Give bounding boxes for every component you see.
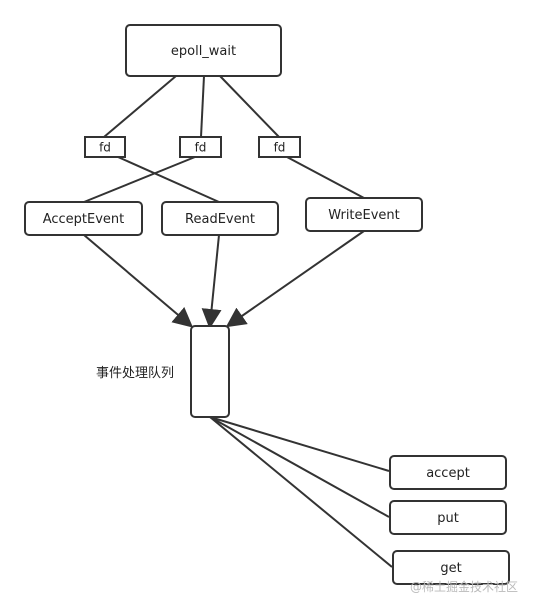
fd-node-1: fd (84, 136, 126, 158)
epoll-wait-label: epoll_wait (171, 44, 236, 59)
watermark: @稀土掘金技术社区 (409, 580, 518, 594)
fd-node-2: fd (179, 136, 222, 158)
fd-label-3: fd (274, 141, 286, 155)
fd-label-1: fd (99, 141, 111, 155)
edge-fd1-readevent (117, 156, 220, 203)
edge-readevent-queue (201, 234, 222, 329)
get-node: get (392, 550, 510, 585)
get-label: get (440, 561, 461, 576)
put-node: put (389, 500, 507, 535)
edge-queue-get (209, 416, 393, 568)
read-event-label: ReadEvent (185, 212, 255, 227)
fd-label-2: fd (195, 141, 207, 155)
accept-label: accept (426, 466, 470, 481)
event-queue-label: 事件处理队列 (96, 366, 175, 381)
accept-node: accept (389, 455, 507, 490)
edge-epoll-fd3 (219, 75, 280, 138)
edge-fd2-acceptevent (83, 156, 196, 203)
edge-fd3-writeevent (286, 156, 365, 199)
edge-epoll-fd2 (200, 75, 205, 138)
edge-writeevent-queue (225, 230, 365, 328)
event-queue-node (190, 325, 230, 418)
edge-acceptevent-queue (83, 234, 194, 328)
read-event-node: ReadEvent (161, 201, 279, 236)
edge-queue-accept (209, 416, 390, 472)
write-event-label: WriteEvent (328, 208, 400, 223)
put-label: put (437, 511, 459, 526)
accept-event-node: AcceptEvent (24, 201, 143, 236)
accept-event-label: AcceptEvent (43, 212, 125, 227)
fd-node-3: fd (258, 136, 301, 158)
edge-epoll-fd1 (103, 75, 177, 138)
write-event-node: WriteEvent (305, 197, 423, 232)
epoll-wait-node: epoll_wait (125, 24, 282, 77)
edge-queue-put (209, 416, 390, 518)
